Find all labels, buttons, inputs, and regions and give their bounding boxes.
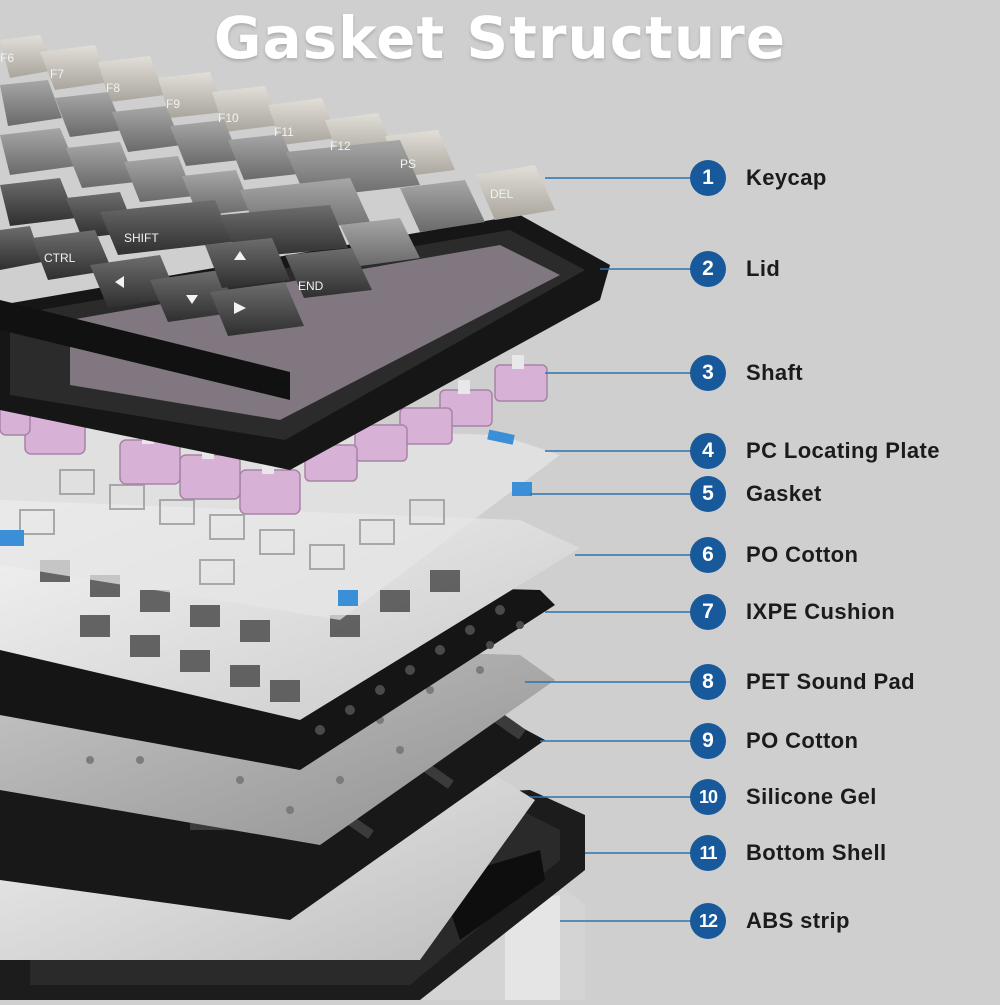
keycap-legend-f8: F8 (106, 81, 120, 95)
keycap-legend-ps: PS (400, 157, 416, 171)
layer-label-keycap: 1 Keycap (690, 158, 827, 198)
layer-name: PO Cotton (746, 728, 858, 754)
layer-name: PET Sound Pad (746, 669, 915, 695)
layer-name: IXPE Cushion (746, 599, 895, 625)
layer-name: Bottom Shell (746, 840, 886, 866)
layer-name: Shaft (746, 360, 803, 386)
layer-name: Lid (746, 256, 780, 282)
layer-number-badge: 10 (690, 779, 726, 815)
layer-label-abs-strip: 12 ABS strip (690, 901, 850, 941)
layer-label-lid: 2 Lid (690, 249, 780, 289)
keycap-legend-f10: F10 (218, 111, 239, 125)
keycap-legend-f12: F12 (330, 139, 351, 153)
layer-number-badge: 2 (690, 251, 726, 287)
layer-label-bottom-shell: 11 Bottom Shell (690, 833, 886, 873)
layer-label-pc-locating-plate: 4 PC Locating Plate (690, 431, 940, 471)
layer-label-silicone-gel: 10 Silicone Gel (690, 777, 877, 817)
layer-name: Gasket (746, 481, 822, 507)
keycap-legend-del: DEL (490, 187, 514, 201)
layer-number-badge: 5 (690, 476, 726, 512)
keycap-legend-end: END (298, 279, 324, 293)
keycap-legend-ctrl: CTRL (44, 251, 76, 265)
layer-number-badge: 8 (690, 664, 726, 700)
layer-label-gasket: 5 Gasket (690, 474, 822, 514)
layer-label-po-cotton-bottom: 9 PO Cotton (690, 721, 858, 761)
page-title: Gasket Structure (0, 4, 1000, 72)
layer-name: Keycap (746, 165, 827, 191)
layer-label-shaft: 3 Shaft (690, 353, 803, 393)
layer-label-pet-sound-pad: 8 PET Sound Pad (690, 662, 915, 702)
keycap-legend-f11: F11 (274, 125, 294, 139)
keycap-legend-shift: SHIFT (124, 231, 159, 245)
layer-name: Silicone Gel (746, 784, 877, 810)
layer-name: ABS strip (746, 908, 850, 934)
keycap-legend-f9: F9 (166, 97, 180, 111)
layer-number-badge: 12 (690, 903, 726, 939)
layer-label-po-cotton-top: 6 PO Cotton (690, 535, 858, 575)
layer-label-ixpe-cushion: 7 IXPE Cushion (690, 592, 895, 632)
layer-number-badge: 6 (690, 537, 726, 573)
layer-number-badge: 7 (690, 594, 726, 630)
layer-name: PO Cotton (746, 542, 858, 568)
layer-number-badge: 11 (690, 835, 726, 871)
layer-number-badge: 3 (690, 355, 726, 391)
layer-number-badge: 1 (690, 160, 726, 196)
layer-name: PC Locating Plate (746, 438, 940, 464)
layer-number-badge: 9 (690, 723, 726, 759)
layer-number-badge: 4 (690, 433, 726, 469)
